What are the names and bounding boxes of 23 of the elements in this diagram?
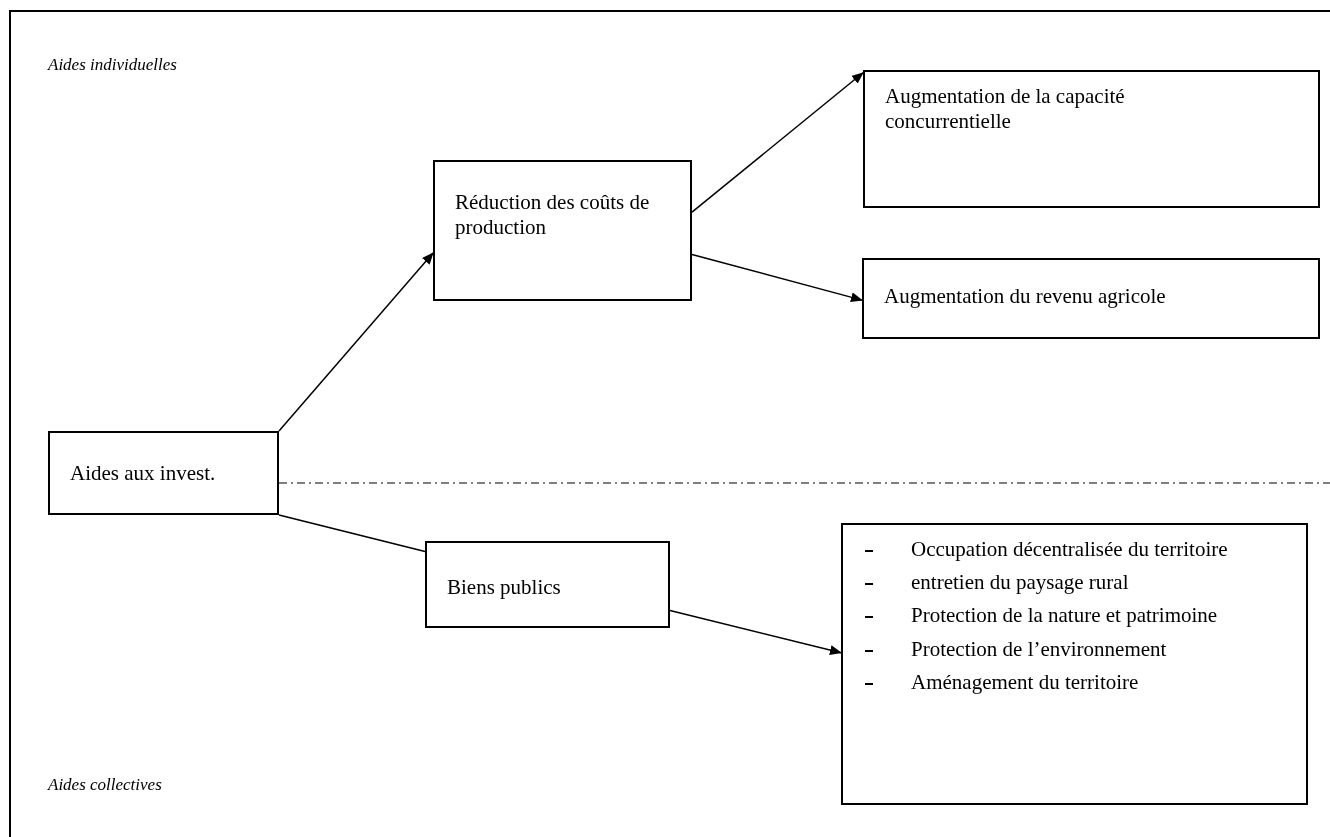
box-text: Augmentation du revenu agricole (884, 284, 1167, 310)
box-text: Biens publics (447, 575, 562, 601)
section-label: Aides individuelles (48, 54, 177, 76)
arrow (669, 609, 842, 655)
box-text: Augmentation de la capacité concurrentielle (885, 84, 1126, 135)
process-box (433, 160, 692, 301)
process-box (862, 258, 1320, 339)
arrow (278, 252, 434, 432)
arrow (691, 253, 863, 303)
process-box (425, 541, 670, 628)
list-item: Protection de l’environnement (911, 636, 1167, 662)
process-box (841, 523, 1308, 805)
process-box (863, 70, 1320, 208)
box-text: Réduction des coûts de production (455, 190, 651, 241)
list-item: Protection de la nature et patrimoine (911, 603, 1218, 629)
box-text: Aides aux invest. (70, 461, 217, 487)
list-item: entretien du paysage rural (911, 570, 1129, 596)
list-item: Occupation décentralisée du territoire (911, 537, 1228, 563)
process-box (48, 431, 279, 515)
connector-line (278, 514, 426, 553)
section-label: Aides collectives (48, 774, 162, 796)
list-item: Aménagement du territoire (911, 669, 1139, 695)
arrow (691, 72, 864, 213)
